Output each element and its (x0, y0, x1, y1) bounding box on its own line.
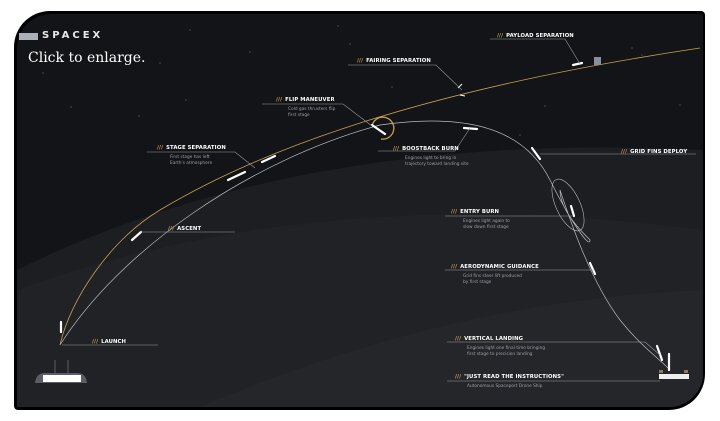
trajectory-diagram (17, 25, 703, 407)
first-stage-trajectory (59, 120, 669, 369)
desc-boostback-burn: Engines light to bring in trajectory tow… (405, 156, 469, 168)
drone-ship (659, 374, 689, 379)
entry-loop (551, 178, 585, 232)
label-grid-fins-deploy: ///GRID FINS DEPLOY (621, 149, 688, 155)
label-fairing-separation: ///FAIRING SEPARATION (357, 58, 431, 64)
desc-vertical-landing: Engines light one final time bringing fi… (467, 346, 546, 358)
rocket-positions (59, 61, 671, 372)
enlarge-caption[interactable]: Click to enlarge. (28, 50, 146, 66)
label-payload-separation: ///PAYLOAD SEPARATION (497, 33, 574, 39)
ascent-trajectory (59, 47, 701, 346)
label-vertical-landing: ///VERTICAL LANDING (455, 336, 524, 342)
desc-flip-maneuver: Cold gas thrusters flip first stage (288, 107, 336, 119)
label-launch: ///LAUNCH (92, 339, 127, 345)
label-flip-maneuver: ///FLIP MANEUVER (276, 97, 335, 103)
logo-bar (19, 33, 38, 40)
flip-maneuver-arc (371, 116, 395, 140)
payload-icon (594, 57, 601, 65)
desc-aerodynamic-guidance: Grid fins steer lift produced by first s… (463, 274, 522, 286)
label-drone-ship: ///"JUST READ THE INSTRUCTIONS" (455, 374, 564, 380)
desc-entry-burn: Engines light again to slow down first s… (463, 219, 510, 231)
label-aerodynamic-guidance: ///AERODYNAMIC GUIDANCE (451, 264, 539, 270)
label-entry-burn: ///ENTRY BURN (451, 209, 500, 215)
spacex-logo: SPACEX (42, 30, 104, 41)
label-boostback-burn: ///BOOSTBACK BURN (393, 146, 459, 152)
leader-lines (62, 38, 696, 382)
fairing-halves (457, 83, 466, 97)
desc-stage-separation: First stage has left Earth's atmosphere (170, 155, 213, 167)
label-ascent: ///ASCENT (168, 226, 202, 232)
label-stage-separation: ///STAGE SEPARATION (157, 145, 226, 151)
desc-drone-ship: Autonomous Spaceport Drone Ship (467, 384, 543, 389)
diagram-panel[interactable] (17, 14, 703, 407)
